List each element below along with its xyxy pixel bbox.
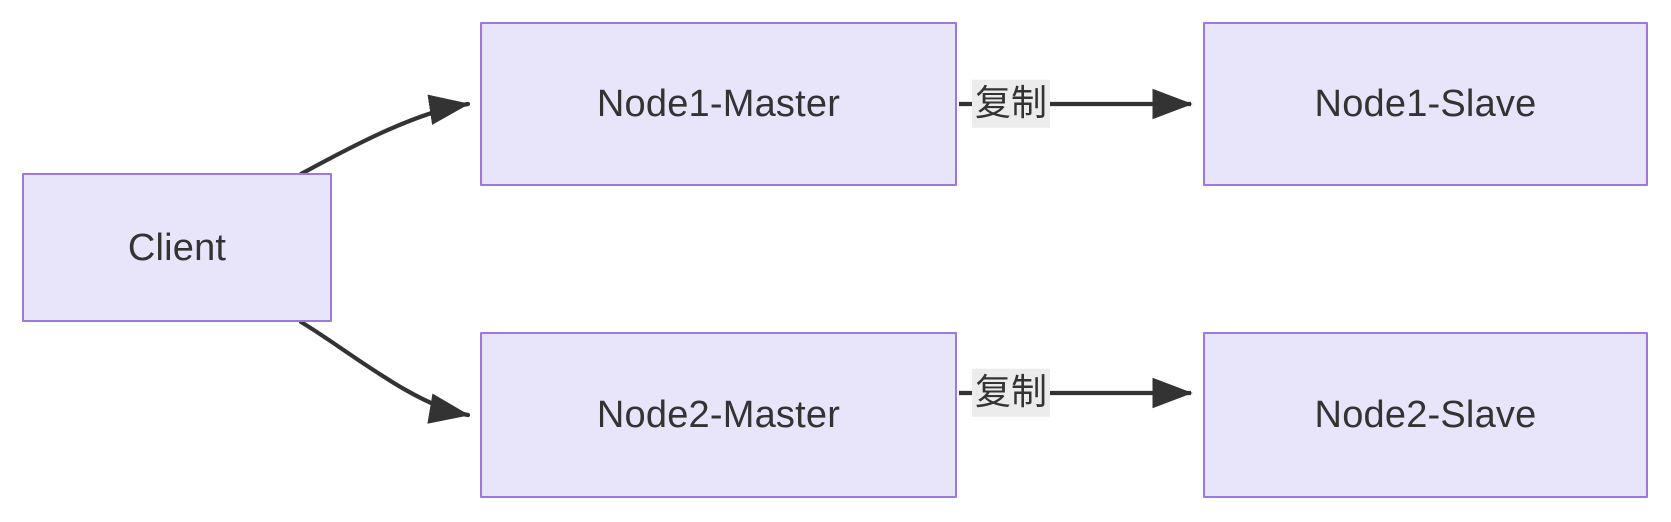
edge-path (298, 319, 471, 424)
edge-client-to-node1-master (298, 94, 471, 177)
node-label: Node2-Slave (1314, 394, 1537, 436)
node-node2-master[interactable]: Node2-Master (480, 332, 957, 498)
node-label: Node2-Master (596, 394, 841, 436)
node-node1-slave[interactable]: Node1-Slave (1203, 22, 1648, 186)
edge-path (298, 94, 471, 177)
edge-label-replication-node2: 复制 (971, 368, 1051, 418)
node-node2-slave[interactable]: Node2-Slave (1203, 332, 1648, 498)
node-node1-master[interactable]: Node1-Master (480, 22, 957, 186)
node-label: Node1-Master (596, 83, 841, 125)
edge-client-to-node2-master (298, 319, 471, 424)
node-label: Node1-Slave (1314, 83, 1537, 125)
node-label: Client (127, 226, 227, 269)
edge-label-replication-node1: 复制 (971, 79, 1051, 129)
node-client[interactable]: Client (22, 173, 332, 322)
